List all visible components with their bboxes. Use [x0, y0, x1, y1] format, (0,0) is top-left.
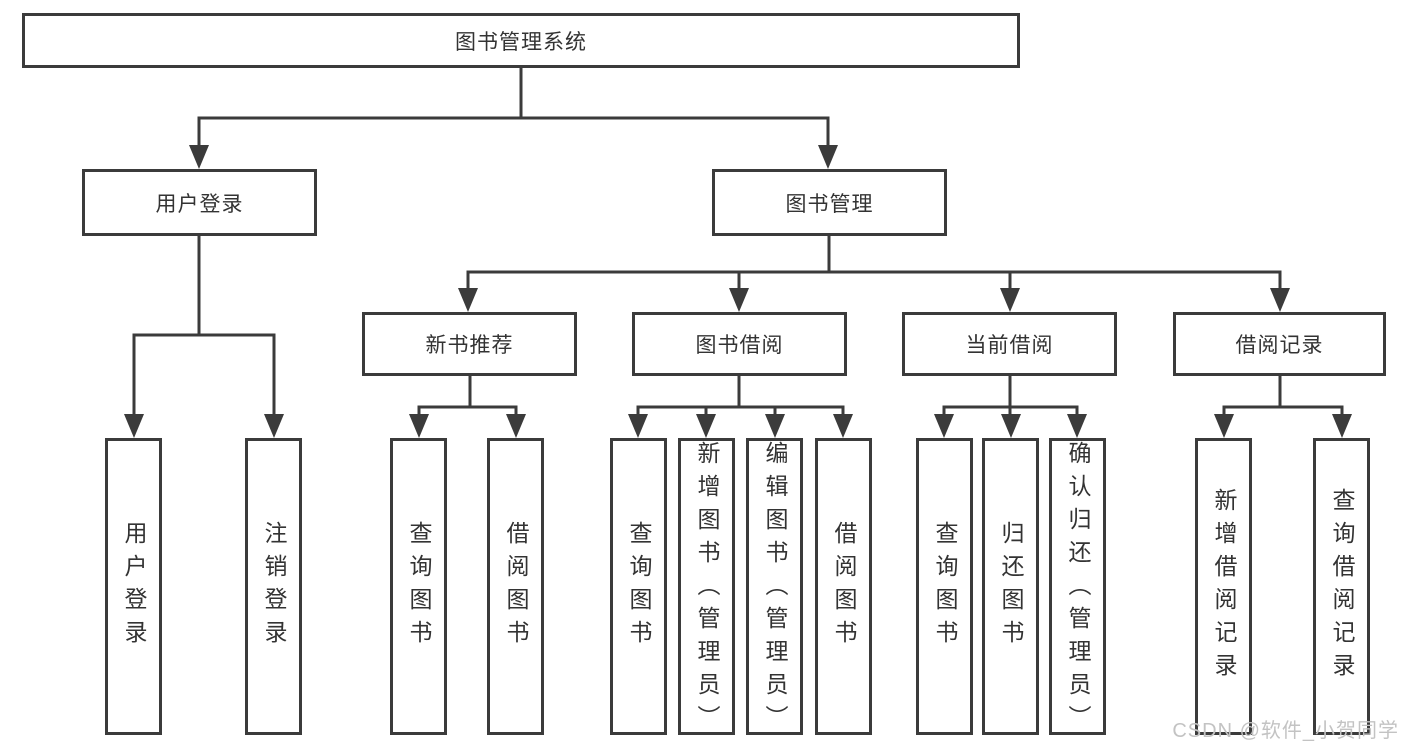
leaf-return-book: 归还图书	[982, 438, 1039, 735]
node-label: 注销登录	[261, 520, 287, 653]
leaf-borrow-books-recommend: 借阅图书	[487, 438, 544, 735]
node-new-book-recommend: 新书推荐	[362, 312, 577, 376]
node-label: 查询借阅记录	[1329, 487, 1355, 686]
tree-edges	[132, 68, 1344, 416]
node-user-login-branch: 用户登录	[82, 169, 317, 236]
node-label: 图书借阅	[695, 334, 784, 357]
csdn-watermark: CSDN @软件_小贺同学	[1172, 720, 1399, 742]
node-label: 图书管理	[785, 192, 874, 216]
node-label: 查询图书	[626, 520, 652, 653]
node-library-system: 图书管理系统	[22, 13, 1020, 68]
node-book-management-branch: 图书管理	[712, 169, 947, 236]
node-label: 用户登录	[155, 192, 244, 216]
node-label: 借阅记录	[1235, 334, 1324, 357]
node-label: 借阅图书	[503, 520, 529, 653]
leaf-add-borrow-record: 新增借阅记录	[1195, 438, 1252, 735]
node-label: 归还图书	[998, 520, 1024, 653]
leaf-edit-book-admin: 编辑图书（管理员）	[746, 438, 803, 738]
node-label: 查询图书	[406, 520, 432, 653]
node-label: 新书推荐	[425, 334, 514, 357]
leaf-query-books-recommend: 查询图书	[390, 438, 447, 735]
node-label: 新增借阅记录	[1211, 487, 1237, 686]
node-label: 查询图书	[932, 520, 958, 653]
leaf-borrow-books-borrowing: 借阅图书	[815, 438, 872, 735]
leaf-add-book-admin: 新增图书（管理员）	[678, 438, 735, 738]
leaf-confirm-return-admin: 确认归还（管理员）	[1049, 438, 1106, 738]
leaf-user-login: 用户登录	[105, 438, 162, 735]
node-label: 确认归还（管理员）	[1065, 441, 1091, 738]
node-label: 新增图书（管理员）	[694, 441, 720, 738]
node-label: 当前借阅	[965, 334, 1054, 357]
leaf-query-books-current: 查询图书	[916, 438, 973, 735]
node-label: 借阅图书	[831, 520, 857, 653]
node-current-borrowing: 当前借阅	[902, 312, 1117, 376]
node-label: 图书管理系统	[455, 30, 587, 54]
leaf-logout: 注销登录	[245, 438, 302, 735]
leaf-query-books-borrowing: 查询图书	[610, 438, 667, 735]
arrowheads	[124, 145, 1352, 438]
node-book-borrowing: 图书借阅	[632, 312, 847, 376]
leaf-query-borrow-record: 查询借阅记录	[1313, 438, 1370, 735]
node-borrowing-records: 借阅记录	[1173, 312, 1386, 376]
node-label: 编辑图书（管理员）	[762, 441, 788, 738]
node-label: 用户登录	[121, 520, 147, 653]
